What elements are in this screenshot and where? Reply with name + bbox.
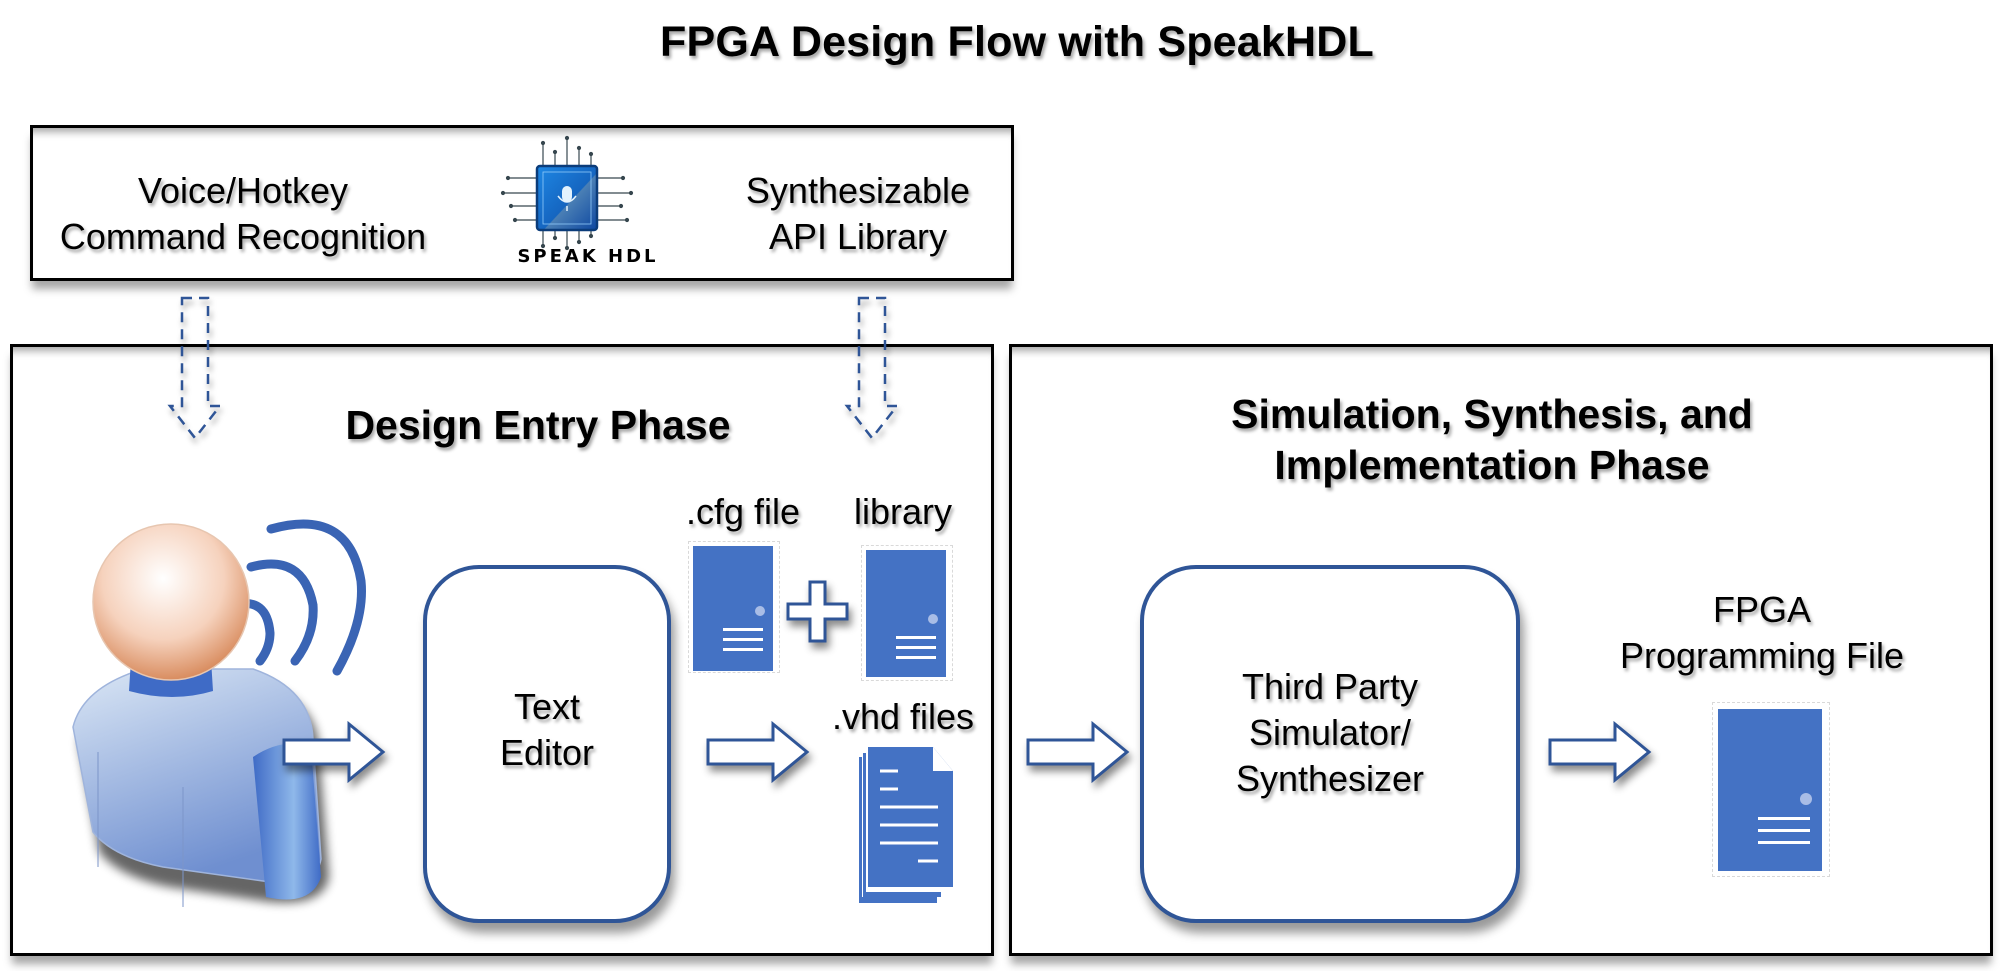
- fpga-programming-file-icon: [1718, 709, 1822, 871]
- implementation-panel: Simulation, Synthesis, and Implementatio…: [1009, 344, 1993, 956]
- speakhdl-components-box: Voice/Hotkey Command Recognition: [30, 125, 1014, 281]
- implementation-heading-line1: Simulation, Synthesis, and: [1231, 391, 1753, 437]
- voice-hotkey-label-line1: Voice/Hotkey: [137, 170, 349, 211]
- fpga-programming-file-label: FPGA Programming File: [1582, 587, 1942, 679]
- voice-hotkey-label: Voice/Hotkey Command Recognition: [53, 168, 433, 260]
- speakhdl-logo-text: SPEAK HDL: [517, 246, 659, 267]
- right-arrow-icon: [1026, 720, 1130, 784]
- chip-microphone-icon: [500, 135, 634, 251]
- api-library-label-line1: Synthesizable: [745, 170, 971, 211]
- plus-icon: [786, 580, 849, 643]
- text-editor-label-line1: Text: [513, 686, 581, 727]
- right-arrow-icon: [1548, 720, 1652, 784]
- api-library-label: Synthesizable API Library: [723, 168, 993, 260]
- cfg-file-selection-frame: [688, 541, 780, 673]
- vhd-files-label: .vhd files: [831, 696, 975, 737]
- text-editor-box: Text Editor: [423, 565, 671, 923]
- voice-hotkey-label-line2: Command Recognition: [59, 216, 427, 257]
- third-party-tool-label-line2: Simulator/: [1248, 712, 1412, 753]
- cfg-file-icon: [693, 546, 773, 671]
- library-file-selection-frame: [861, 545, 953, 681]
- diagram-title: FPGA Design Flow with SpeakHDL: [660, 18, 1374, 66]
- cfg-file-label: .cfg file: [685, 491, 801, 532]
- design-entry-panel: Design Entry Phase: [10, 344, 994, 956]
- right-arrow-icon: [282, 720, 386, 784]
- implementation-heading: Simulation, Synthesis, and Implementatio…: [1012, 389, 1972, 491]
- fpga-programming-file-label-line1: FPGA: [1712, 589, 1811, 630]
- dashed-down-arrow-icon: [844, 296, 900, 441]
- api-library-label-line2: API Library: [768, 216, 948, 257]
- vhd-files-stack-icon: [859, 747, 953, 903]
- third-party-tool-label: Third Party Simulator/ Synthesizer: [1144, 664, 1516, 802]
- text-editor-label: Text Editor: [427, 684, 667, 776]
- dashed-down-arrow-icon: [167, 296, 223, 441]
- library-file-icon: [866, 550, 946, 677]
- third-party-tool-label-line3: Synthesizer: [1235, 758, 1425, 799]
- third-party-tool-box: Third Party Simulator/ Synthesizer: [1140, 565, 1520, 923]
- implementation-heading-line2: Implementation Phase: [1274, 442, 1710, 488]
- library-label: library: [853, 491, 952, 532]
- right-arrow-icon: [706, 720, 810, 784]
- third-party-tool-label-line1: Third Party: [1241, 666, 1419, 707]
- fpga-file-selection-frame: [1712, 702, 1830, 877]
- fpga-programming-file-label-line2: Programming File: [1619, 635, 1905, 676]
- user-speaking-icon: [72, 519, 366, 907]
- design-entry-heading: Design Entry Phase: [345, 402, 731, 448]
- speakhdl-logo: SPEAK HDL: [500, 135, 683, 273]
- text-editor-label-line2: Editor: [499, 732, 595, 773]
